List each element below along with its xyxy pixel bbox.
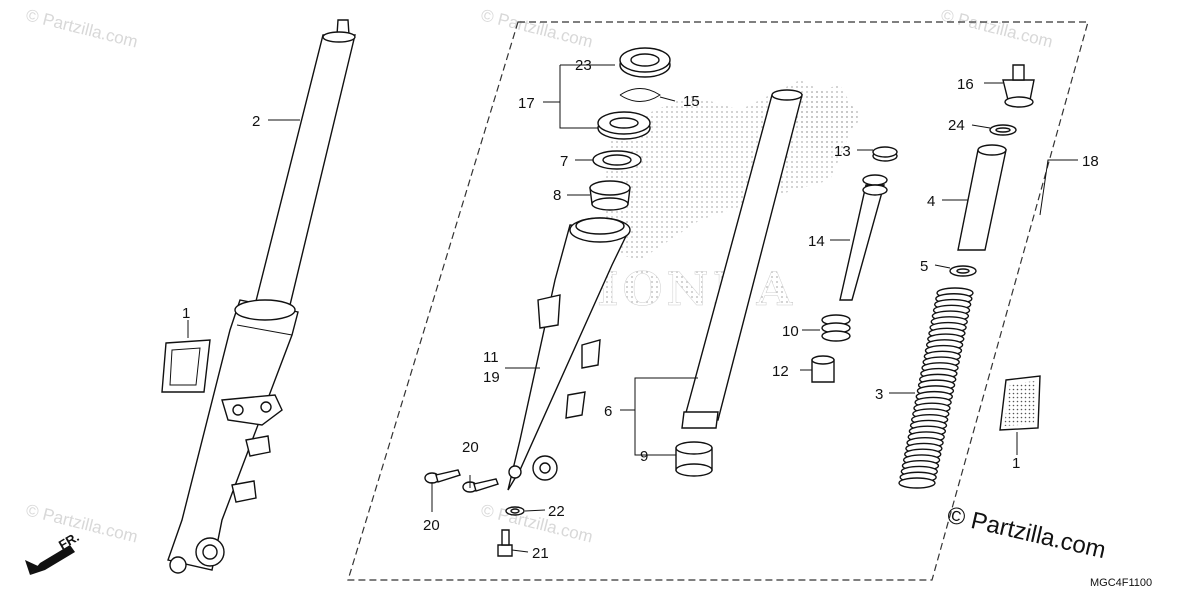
callout-15: 15	[683, 93, 700, 110]
callout-18: 18	[1082, 153, 1099, 170]
part-1-left	[161, 339, 211, 393]
slider-11	[507, 217, 631, 491]
bushing-8	[589, 180, 631, 211]
watermark: © Partzilla.com	[24, 5, 140, 51]
cap-16	[1002, 64, 1035, 108]
watermark: © Partzilla.com	[479, 5, 595, 51]
brand-logo-text: HONDA	[575, 262, 796, 316]
diagram-code: MGC4F1100	[1090, 577, 1152, 589]
spring-3	[898, 287, 974, 489]
callout-3: 3	[875, 386, 883, 403]
washer-22	[505, 506, 525, 516]
callout-21: 21	[532, 545, 549, 562]
exploded-view-boundary	[347, 21, 1089, 581]
washer-7	[592, 150, 642, 170]
callout-14: 14	[808, 233, 825, 250]
spring-coil	[898, 477, 936, 489]
callout-20-bottom: 20	[423, 517, 440, 534]
callout-2: 2	[252, 113, 260, 130]
callout-12: 12	[772, 363, 789, 380]
ring-13	[872, 146, 898, 162]
bushing-12	[811, 355, 835, 383]
callout-13: 13	[834, 143, 851, 160]
spring-10	[821, 314, 851, 342]
clip-15	[619, 88, 661, 102]
callout-6: 6	[604, 403, 612, 420]
callout-10: 10	[782, 323, 799, 340]
callout-9: 9	[640, 448, 648, 465]
callout-1-right: 1	[1012, 455, 1020, 472]
callout-17: 17	[518, 95, 535, 112]
callout-7: 7	[560, 153, 568, 170]
bolt-20a	[424, 469, 461, 484]
copyright-text: © Partzilla.com	[945, 502, 1109, 565]
callout-16: 16	[957, 76, 974, 93]
callout-19: 19	[483, 369, 500, 386]
callout-4: 4	[927, 193, 935, 210]
seal-17	[597, 111, 651, 140]
seal-23	[619, 47, 671, 78]
part-1-right	[999, 375, 1041, 431]
direction-label: FR.	[56, 529, 82, 552]
callout-24: 24	[948, 117, 965, 134]
oring-24	[989, 124, 1017, 136]
bolt-21	[497, 529, 513, 557]
callout-8: 8	[553, 187, 561, 204]
bushing-9	[675, 441, 713, 477]
front-direction-arrow: FR.	[25, 529, 82, 575]
bolt-20b	[462, 478, 499, 493]
honda-wing-logo: HONDA	[575, 80, 860, 316]
watermark: © Partzilla.com	[939, 5, 1055, 51]
callout-22: 22	[548, 503, 565, 520]
watermark: © Partzilla.com	[479, 500, 595, 546]
spacer-4	[957, 144, 1007, 251]
fork-assembly-2	[167, 19, 356, 574]
callout-20-top: 20	[462, 439, 479, 456]
callout-5: 5	[920, 258, 928, 275]
leader-lines	[187, 64, 1078, 553]
callout-1-left: 1	[182, 305, 190, 322]
watermark: © Partzilla.com	[24, 500, 140, 546]
washer-5	[949, 265, 977, 277]
tube-6	[681, 89, 803, 429]
callouts: 2 1 1 23 17 15 7 8 11 19 20 20 22 21 6 9…	[182, 57, 1099, 562]
callout-23: 23	[575, 57, 592, 74]
callout-11: 11	[483, 349, 499, 366]
rod-14	[839, 174, 888, 301]
